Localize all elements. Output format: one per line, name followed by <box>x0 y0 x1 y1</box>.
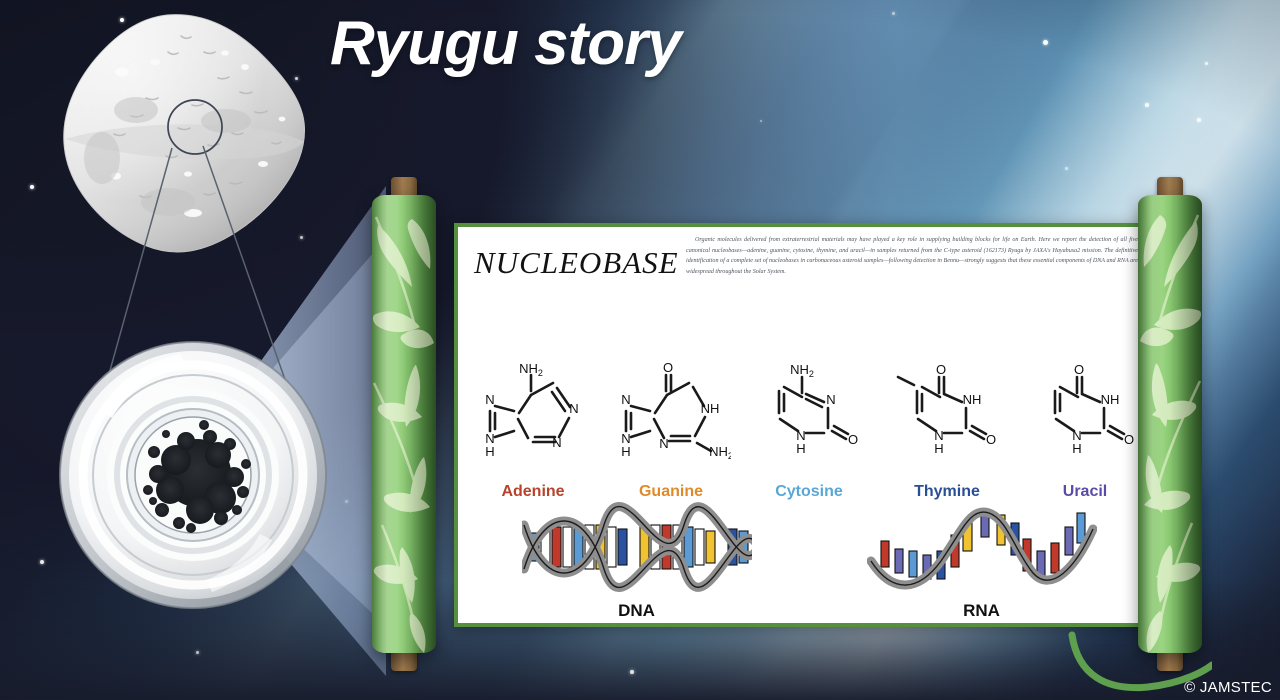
cytosine-label: Cytosine <box>775 483 843 500</box>
adenine-label: Adenine <box>501 483 565 500</box>
svg-text:H: H <box>485 444 494 459</box>
svg-text:N: N <box>552 435 561 450</box>
cytosine-structure: NH2 N N H O <box>744 361 874 479</box>
thymine-label: Thymine <box>914 483 980 500</box>
paper-abstract: Organic molecules delivered from extrate… <box>686 237 1138 275</box>
paper-content: NUCLEOBASE Organic molecules delivered f… <box>454 223 1154 627</box>
svg-text:O: O <box>1074 362 1084 377</box>
svg-text:NH2: NH2 <box>519 361 543 378</box>
helix-row: DNA <box>464 499 1154 621</box>
svg-text:N: N <box>796 428 805 443</box>
dna-illustration: DNA <box>492 499 782 621</box>
svg-text:N: N <box>659 436 668 451</box>
svg-text:N: N <box>485 431 494 446</box>
svg-text:N: N <box>485 392 494 407</box>
nucleobase-cytosine: NH2 N N H O Cytosine <box>744 361 874 501</box>
copyright-credit: © JAMSTEC <box>1184 679 1272 696</box>
svg-text:N: N <box>621 392 630 407</box>
svg-text:O: O <box>848 432 858 447</box>
uracil-label: Uracil <box>1062 483 1108 500</box>
callout-circle <box>167 99 223 155</box>
adenine-structure: NH2 N N N N H <box>468 361 598 479</box>
guanine-structure: O NH N N N H NH2 <box>606 361 736 479</box>
thymine-structure: O NH N H O <box>882 361 1012 479</box>
svg-text:H: H <box>1072 441 1081 456</box>
svg-text:NH: NH <box>1101 392 1120 407</box>
asteroid-ryugu <box>18 6 328 271</box>
svg-text:N: N <box>826 392 835 407</box>
paper-heading: NUCLEOBASE <box>474 245 679 280</box>
svg-text:O: O <box>1124 432 1134 447</box>
svg-text:N: N <box>1072 428 1081 443</box>
nucleobase-guanine: O NH N N N H NH2 Guanine <box>606 361 736 501</box>
svg-text:H: H <box>796 441 805 456</box>
svg-text:NH2: NH2 <box>709 444 731 461</box>
rna-illustration: RNA <box>837 499 1127 621</box>
dna-label: DNA <box>618 601 655 620</box>
svg-text:N: N <box>621 431 630 446</box>
svg-text:N: N <box>934 428 943 443</box>
svg-text:O: O <box>986 432 996 447</box>
svg-text:N: N <box>569 401 578 416</box>
svg-text:H: H <box>621 444 630 459</box>
scroll-roller-right <box>1138 195 1202 653</box>
sample-container <box>58 340 328 610</box>
nucleobase-thymine: O NH N H O Thymine <box>882 361 1012 501</box>
nucleobase-adenine: NH2 N N N N H Adenine <box>468 361 598 501</box>
rna-label: RNA <box>963 601 1000 620</box>
page-title: Ryugu story <box>330 9 682 78</box>
nucleobase-uracil: O NH N H O Uracil <box>1020 361 1150 501</box>
svg-text:NH: NH <box>963 392 982 407</box>
svg-text:O: O <box>936 362 946 377</box>
svg-text:H: H <box>934 441 943 456</box>
svg-text:NH2: NH2 <box>790 362 814 379</box>
nucleobase-row: NH2 N N N N H Adenine <box>464 341 1154 501</box>
guanine-label: Guanine <box>638 483 703 500</box>
svg-text:O: O <box>663 361 673 375</box>
scroll-banner: NUCLEOBASE Organic molecules delivered f… <box>372 177 1212 692</box>
svg-text:NH: NH <box>701 401 720 416</box>
scroll-roller-left <box>372 195 436 653</box>
uracil-structure: O NH N H O <box>1020 361 1150 479</box>
scroll-ribbon-tail <box>1068 631 1212 692</box>
